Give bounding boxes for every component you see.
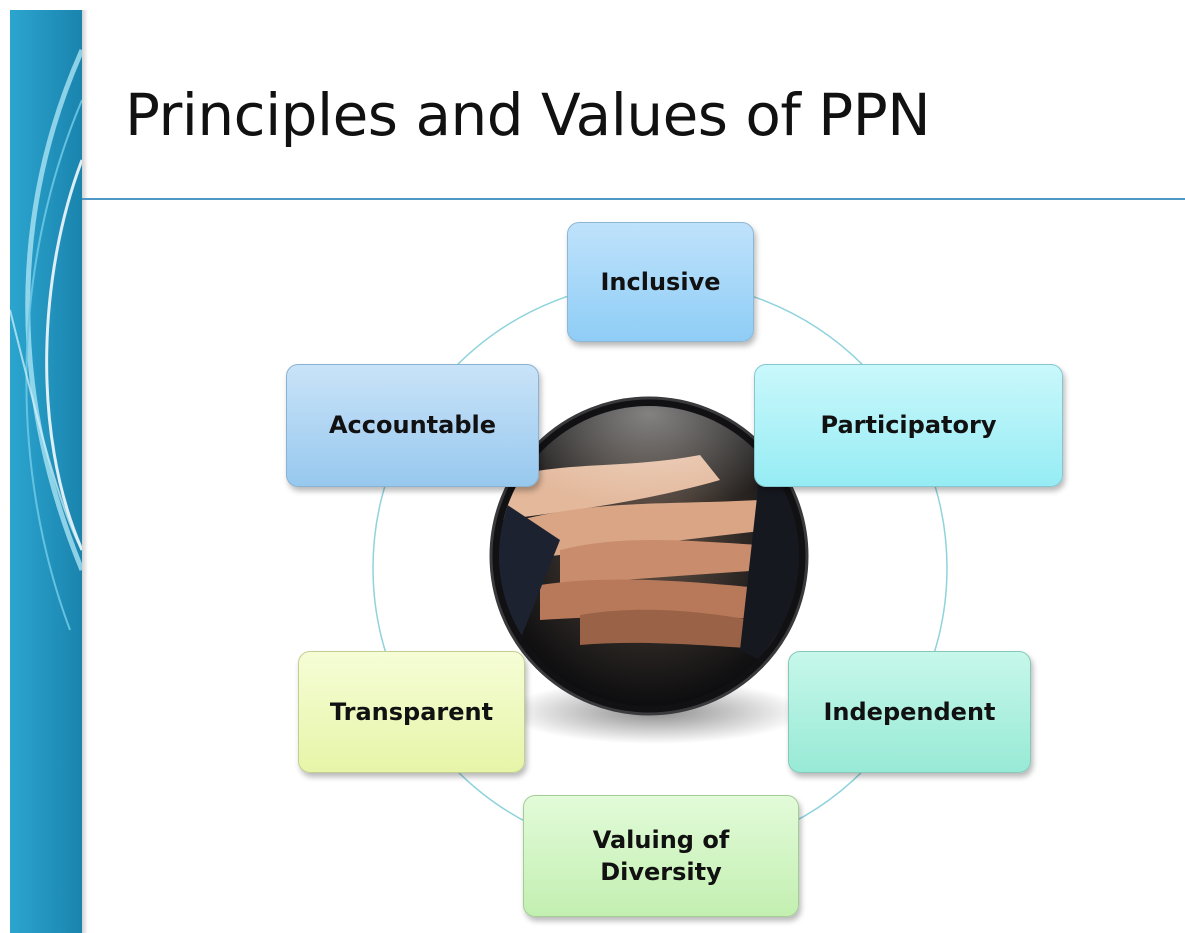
title-divider xyxy=(82,198,1185,200)
slide-title: Principles and Values of PPN xyxy=(125,81,931,149)
node-valuing-of-diversity: Valuing of Diversity xyxy=(523,795,799,917)
node-inclusive: Inclusive xyxy=(567,222,754,342)
hands-together-photo xyxy=(489,396,809,716)
decorative-side-band xyxy=(10,10,82,933)
side-band-shadow xyxy=(82,10,88,933)
node-independent: Independent xyxy=(788,651,1031,773)
node-transparent: Transparent xyxy=(298,651,525,773)
node-accountable: Accountable xyxy=(286,364,539,487)
node-participatory: Participatory xyxy=(754,364,1063,487)
